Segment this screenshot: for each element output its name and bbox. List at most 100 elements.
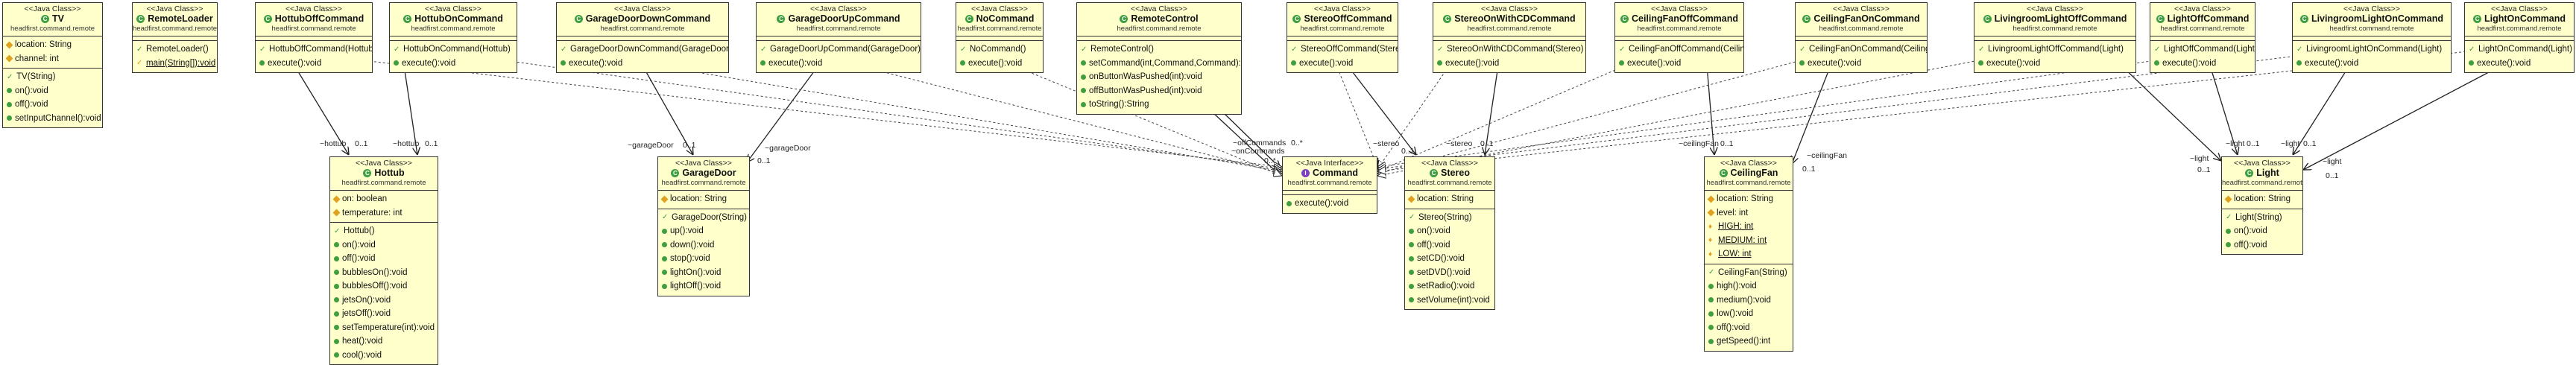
assoc-hottubon-hottub — [403, 65, 417, 155]
method-row: ✓GarageDoorDownCommand(GarageDoor) — [557, 42, 728, 57]
class-name-text: Light — [2256, 168, 2279, 178]
method-text: HottubOffCommand(Hottub) — [269, 45, 373, 54]
assoc-label-oncommands: ~onCommands — [1231, 147, 1285, 156]
class-name-text: StereoOnWithCDCommand — [1454, 13, 1576, 24]
method-icon — [334, 325, 339, 331]
package-label: headfirst.command.remote — [2012, 25, 2097, 33]
method-icon — [1708, 311, 1714, 317]
method-icon — [2226, 228, 2231, 234]
stereotype-label: <<Java Class>> — [675, 159, 732, 168]
method-row: bubblesOn():void — [330, 266, 438, 280]
class-name-text: GarageDoorUpCommand — [788, 13, 900, 24]
method-text: setDVD():void — [1417, 267, 1471, 277]
assoc-mult-ceilingfan-2: 0..1 — [1802, 165, 1816, 174]
field-icon — [1407, 195, 1415, 203]
method-row: execute():void — [557, 57, 728, 71]
methods-section: ✓GarageDoorUpCommand(GarageDoor)execute(… — [757, 40, 921, 72]
method-row: on():void — [3, 84, 102, 98]
fields-section — [1433, 36, 1585, 40]
methods-section: ✓LightOffCommand(Light)execute():void — [2150, 40, 2255, 72]
method-text: StereoOffCommand(Stereo) — [1301, 45, 1398, 54]
method-row: ✓CeilingFanOffCommand(CeilingFan) — [1615, 42, 1743, 57]
constructor-icon: ✓ — [136, 45, 143, 54]
method-row: on():void — [1405, 224, 1494, 238]
assoc-lroomlighton-light — [2293, 65, 2350, 155]
package-label: headfirst.command.remote — [341, 179, 426, 187]
method-row: ✓LightOnCommand(Light) — [2465, 42, 2574, 57]
field-icon — [5, 54, 13, 63]
fields-section: location: String — [2222, 190, 2302, 209]
field-icon — [5, 41, 13, 49]
method-text: execute():void — [2477, 58, 2531, 68]
method-text: execute():void — [569, 58, 623, 68]
stereotype-label: <<Java Class>> — [146, 4, 203, 13]
fields-section — [133, 36, 217, 40]
class-icon: C — [2299, 15, 2308, 23]
method-text: offButtonWasPushed(int):void — [1089, 86, 1202, 95]
stereotype-label: <<Java Class>> — [971, 4, 1028, 13]
method-text: CeilingFanOnCommand(CeilingFan) — [1809, 45, 1927, 54]
fields-section: location: String — [1405, 190, 1494, 209]
method-icon — [1081, 60, 1086, 66]
method-text: up():void — [670, 226, 704, 235]
field-row: location: String — [1705, 192, 1793, 206]
method-text: execute():void — [1986, 58, 2041, 68]
stereotype-label: <<Java Class>> — [2234, 159, 2291, 168]
method-row: ✓GarageDoorUpCommand(GarageDoor) — [757, 42, 921, 57]
method-text: TV(String) — [16, 72, 56, 81]
package-label: headfirst.command.remote — [1300, 25, 1385, 33]
constructor-icon: ✓ — [2226, 213, 2232, 222]
assoc-mult-garagedoor-2: 0..1 — [757, 156, 771, 165]
method-row: ✓CeilingFan(String) — [1705, 266, 1793, 280]
method-row: execute():void — [1796, 57, 1927, 71]
assoc-mult-ceilingfan-1: 0..1 — [1720, 139, 1734, 148]
assoc-lightoff-light — [2209, 65, 2238, 155]
class-name-text: LightOnCommand — [2484, 13, 2566, 24]
constructor-icon: ✓ — [2154, 45, 2161, 54]
field-row: temperature: int — [330, 206, 438, 220]
method-row: execute():void — [2293, 57, 2451, 71]
class-name-text: GarageDoor — [682, 168, 736, 178]
method-row: ✓RemoteControl() — [1077, 42, 1241, 57]
methods-section: ✓HottubOnCommand(Hottub)execute():void — [390, 40, 517, 72]
class-icon: C — [574, 15, 583, 23]
method-icon — [2226, 242, 2231, 248]
package-label: headfirst.command.remote — [1467, 25, 1552, 33]
stereotype-label: <<Java Class>> — [1651, 4, 1708, 13]
fields-section — [557, 36, 728, 40]
